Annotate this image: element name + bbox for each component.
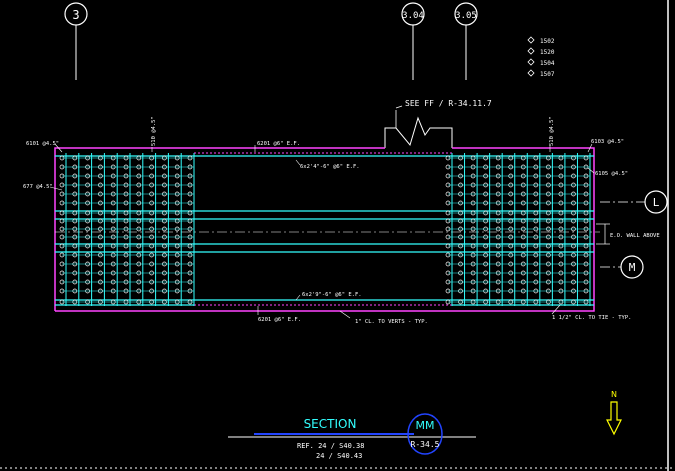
callout-top-mid: 6201 @6" E.F. (257, 141, 300, 147)
legend-item: 1502 (540, 38, 555, 45)
grid-bubble-M: M (600, 255, 644, 279)
legend-item: 1507 (540, 71, 555, 78)
see-ff-callout: SEE FF / R-34.11.7 (405, 99, 492, 108)
grid-bubble-3.05: 3.05 (454, 2, 478, 80)
grid-bubble-3-label: 3 (72, 8, 79, 22)
grid-bubble-L: L (600, 190, 668, 214)
slab-outline (54, 147, 595, 312)
callout-bottom-mid: 6201 @6" E.F. (258, 317, 301, 323)
callout-lower-bar: 6x2'9"-6" @6" E.F. (302, 292, 362, 298)
grid-bubble-M-label: M (629, 261, 636, 274)
section-title: SECTION MM R-34.5 REF. 24 / S40.38 24 / … (228, 413, 476, 460)
rebar-grid-right (445, 153, 591, 306)
callout-right-side: 6105 @4.5" (595, 171, 628, 177)
wall-above-label: E.O. WALL ABOVE (610, 233, 660, 239)
north-arrow-label: N (611, 390, 617, 399)
callout-top-right-vert: 510 @4.5" (549, 116, 555, 146)
legend: 1502 1520 1504 1507 (527, 36, 555, 78)
callout-top-left-vert: 510 @4.5" (151, 116, 157, 146)
wall-above-break: SEE FF / R-34.11.7 (384, 99, 492, 148)
north-arrow-icon: N (606, 390, 622, 436)
rebar-callouts (49, 143, 595, 319)
title-tag: MM (416, 419, 435, 432)
callout-clr-right: 1 1/2" CL. TO TIE - TYP. (552, 315, 631, 321)
title-ref2: 24 / S40.43 (316, 452, 362, 460)
grid-bubble-L-label: L (653, 196, 660, 209)
callout-clr-left: 1" CL. TO VERTS - TYP. (355, 319, 428, 325)
rebar-grid-left (59, 153, 195, 306)
legend-item: 1504 (540, 60, 555, 67)
callout-left-side: 677 @4.5" (23, 184, 53, 190)
grid-bubble-3.05-label: 3.05 (455, 11, 477, 21)
title-ref1: REF. 24 / S40.38 (297, 442, 364, 450)
title-sheet: R-34.5 (411, 440, 440, 449)
wall-above-dimension (596, 223, 610, 245)
grid-bubble-3.04-label: 3.04 (402, 11, 424, 21)
legend-item: 1520 (540, 49, 555, 56)
legend-item-icon (527, 36, 535, 77)
horizontal-rebar (55, 155, 594, 306)
title-label: SECTION (304, 417, 357, 431)
callout-top-left-corner: 6101 @4.5" (26, 141, 59, 147)
callout-upper-bar: 6x2'4"-6" @6" E.F. (300, 164, 360, 170)
grid-bubble-3.04: 3.04 (401, 2, 425, 80)
callout-top-right-corner: 6103 @4.5" (591, 139, 624, 145)
grid-bubble-3: 3 (64, 2, 88, 80)
